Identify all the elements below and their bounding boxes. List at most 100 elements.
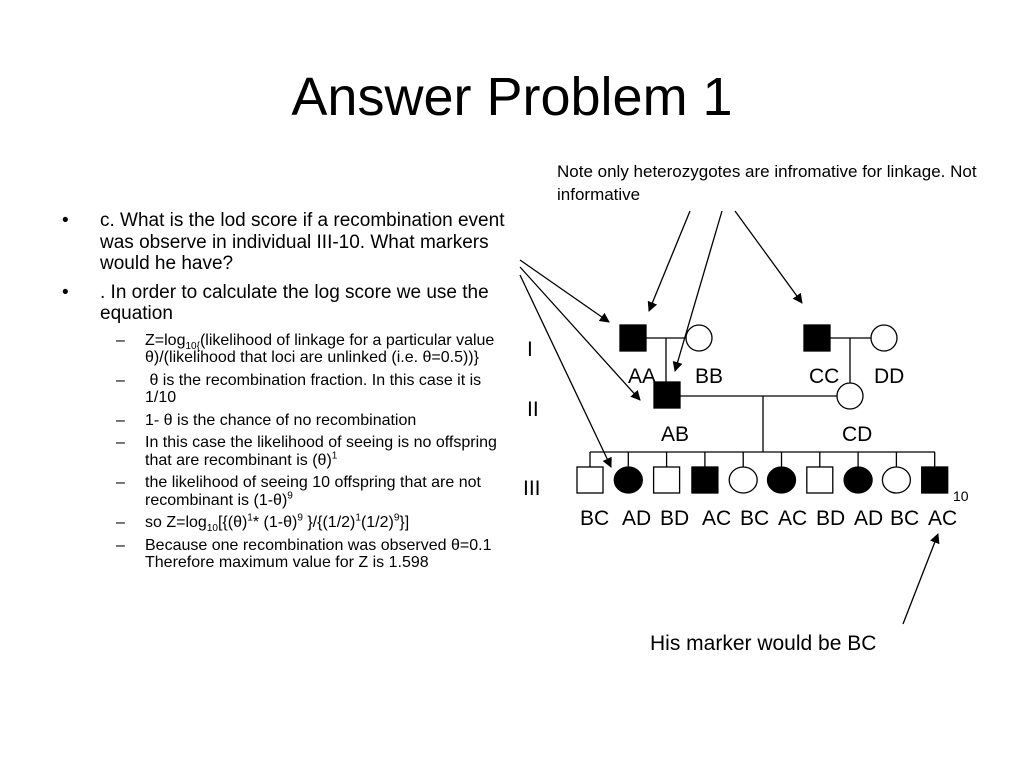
superscript: 1 (247, 512, 253, 524)
superscript: 9 (287, 490, 293, 502)
individual-III-3-male (652, 466, 681, 494)
individual-III-6-female-affected (766, 466, 797, 494)
text-part: ) (241, 514, 248, 531)
individual-III-5-female (728, 466, 758, 494)
bullet-question: • c. What is the lod score if a recombin… (62, 210, 512, 275)
genotype-III-9: BC (890, 507, 919, 530)
text-part: ) (292, 514, 298, 531)
genotype-I-1: AA (628, 365, 656, 388)
genotype-III-2: AD (622, 507, 651, 530)
text-part: (1/2) (360, 514, 394, 531)
dash-marker: – (116, 331, 125, 349)
sub-bullet-ten-offspring: – the likelihood of seeing 10 offspring … (62, 474, 512, 509)
generation-label-III: III (523, 477, 541, 500)
individual-II-2-female (836, 382, 864, 410)
text-part: (likelihood of linkage for a particular … (199, 331, 495, 349)
text-part: )/(likelihood that loci are unlinked (i.… (153, 349, 423, 366)
theta-symbol: θ (145, 349, 154, 366)
dash-marker: – (116, 434, 125, 451)
theta-symbol: θ (283, 514, 292, 531)
genotype-II-1: AB (661, 423, 689, 446)
individual-III-2-female-affected (613, 466, 643, 494)
bullet-marker: • (62, 210, 69, 231)
text-arrow-gen3 (519, 274, 612, 468)
text-part: [{( (217, 514, 234, 531)
theta-symbol: θ (317, 451, 327, 469)
text-part: 1- (145, 411, 164, 429)
genotype-III-1: BC (580, 507, 609, 530)
individual-III-4-male-affected (691, 466, 719, 494)
genotype-III-4: AC (702, 507, 731, 530)
bullet-calc-text: . In order to calculate the log score we… (100, 281, 489, 325)
note-text: Note only heterozygotes are infromative … (557, 162, 977, 204)
text-part: so Z=log (145, 514, 207, 531)
sub-bullet-theta-def: – θ is the recombination fraction. In th… (62, 372, 512, 407)
individual-III-9-female (881, 466, 912, 494)
text-arrow-gen1 (519, 259, 610, 323)
sub-bullet-likelihood-recombinant: – In this case the likelihood of seeing … (62, 434, 512, 469)
superscript: 1 (355, 512, 361, 524)
dash-marker: – (116, 371, 125, 389)
text-part: the likelihood of seeing 10 offspring th… (145, 474, 481, 509)
subscript: 10 (206, 523, 218, 535)
bullet-calc: • . In order to calculate the log score … (62, 282, 512, 325)
genotype-I-3: CC (809, 365, 839, 388)
genotype-III-5: BC (740, 507, 769, 530)
bullet-list: • c. What is the lod score if a recombin… (62, 210, 512, 577)
dash-marker: – (116, 536, 125, 554)
genotype-I-4: DD (874, 365, 904, 388)
text-part: =0.5))} (431, 349, 479, 366)
superscript: 9 (297, 512, 303, 524)
text-part: * (1- (252, 514, 284, 531)
answer-arrow (902, 533, 940, 625)
text-part: is the chance of no recombination (172, 411, 417, 429)
individual-III-7-male (806, 466, 834, 494)
dash-marker: – (116, 474, 125, 491)
genotype-III-6: AC (778, 507, 807, 530)
theta-symbol: θ (149, 371, 159, 389)
bullet-marker: • (62, 281, 69, 303)
genotype-II-2: CD (842, 423, 872, 446)
slide-title: Answer Problem 1 (291, 67, 733, 127)
individual-III-10-male-affected (921, 466, 949, 494)
dash-marker: – (116, 514, 125, 531)
individual-I-3-male-affected (803, 324, 831, 352)
genotype-I-2: BB (695, 365, 723, 388)
individual-III-8-female-affected (843, 466, 873, 494)
individual-II-1-male-affected (653, 381, 681, 409)
generation-III (576, 452, 949, 494)
genotype-III-3: BD (660, 507, 689, 530)
text-part: Z=log (145, 331, 186, 349)
text-part: }/{(1/2) (302, 514, 356, 531)
text-part: =0.1 Therefore maximum value for Z is 1.… (145, 536, 492, 572)
text-part: In this case the likelihood of seeing is… (145, 434, 497, 469)
theta-symbol: θ (273, 491, 282, 509)
text-part: }] (399, 514, 410, 531)
theta-symbol: θ (450, 536, 460, 554)
theta-symbol: θ (163, 411, 173, 429)
theta-symbol: θ (233, 514, 242, 531)
individual-III-1-male (576, 466, 604, 494)
sub-bullet-because: – Because one recombination was observed… (62, 537, 512, 572)
individual-I-2-female (685, 324, 713, 352)
sub-bullet-z-equation: – Z=log10{(likelihood of linkage for a p… (62, 332, 512, 367)
bullet-question-text: c. What is the lod score if a recombinat… (100, 210, 505, 274)
text-part: Because one recombination was observed (145, 536, 451, 554)
text-part: ) (326, 451, 332, 469)
superscript: 9 (393, 512, 400, 524)
note-arrow-aa (647, 210, 691, 312)
generation-label-II: II (527, 398, 539, 421)
individual-I-1-male-affected (619, 324, 647, 352)
text-part: ) (281, 491, 288, 509)
generation-label-I: I (527, 338, 533, 361)
individual-I-4-female (870, 324, 898, 352)
genotype-III-7: BD (816, 507, 845, 530)
theta-symbol: θ (422, 349, 432, 366)
note-arrow-ab (672, 210, 723, 372)
dash-marker: – (116, 411, 125, 429)
text-arrow-gen2 (519, 266, 641, 401)
subscript: 10{ (185, 340, 200, 352)
sub-bullet-no-recombination: – 1- θ is the chance of no recombination (62, 412, 512, 430)
